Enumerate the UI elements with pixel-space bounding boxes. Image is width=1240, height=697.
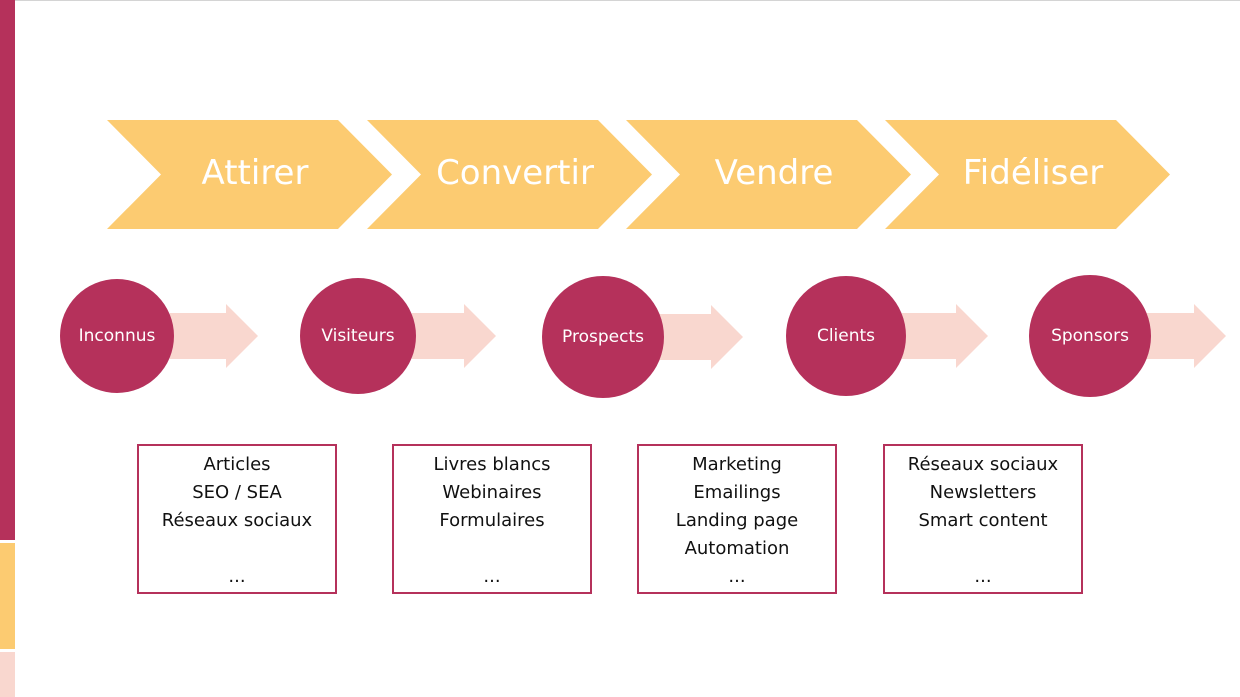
tactic-item: Smart content: [918, 510, 1048, 531]
stage-chevron-1: Attirer: [107, 120, 392, 229]
top-border: [0, 0, 1240, 1]
persona-circle-4: Clients: [786, 276, 906, 396]
right-arrow-icon: [1146, 304, 1226, 368]
tactic-item: Livres blancs: [433, 454, 551, 475]
right-arrow-icon: [412, 304, 496, 368]
chevron-shape: [367, 120, 652, 229]
tactic-item: ...: [728, 566, 746, 587]
tactic-item: ...: [228, 566, 246, 587]
stage-label: Attirer: [201, 153, 309, 193]
side-bar-yellow: [0, 543, 15, 649]
persona-circle-2: Visiteurs: [300, 278, 416, 394]
tactic-item: ...: [483, 566, 501, 587]
persona-circle-3: Prospects: [542, 276, 664, 398]
stage-chevron-4: Fidéliser: [885, 120, 1170, 229]
tactic-item: Emailings: [693, 482, 781, 503]
stage-label: Fidéliser: [962, 153, 1104, 193]
chevron-shape: [885, 120, 1170, 229]
tactic-item: Formulaires: [439, 510, 545, 531]
tactic-item: SEO / SEA: [192, 482, 282, 503]
persona-circle-5: Sponsors: [1029, 275, 1151, 397]
tactic-item: Landing page: [675, 510, 799, 531]
persona-circle-1: Inconnus: [60, 279, 174, 393]
right-arrow-icon: [902, 304, 988, 368]
tactic-item: Newsletters: [929, 482, 1037, 503]
stage-label: Convertir: [436, 153, 594, 193]
stage-chevron-2: Convertir: [367, 120, 652, 229]
side-bar-peach: [0, 652, 15, 697]
tactic-item: Automation: [684, 538, 790, 559]
stage-label: Vendre: [714, 153, 834, 193]
right-arrow-icon: [170, 304, 258, 368]
tactic-item: Marketing: [692, 454, 782, 475]
tactic-item: ...: [974, 566, 992, 587]
right-arrow-icon: [658, 305, 743, 369]
tactic-item: Articles: [203, 454, 271, 475]
tactic-item: Webinaires: [442, 482, 542, 503]
chevron-shape: [107, 120, 392, 229]
tactic-item: Réseaux sociaux: [907, 454, 1059, 475]
chevron-shape: [626, 120, 911, 229]
tactic-item: Réseaux sociaux: [161, 510, 313, 531]
side-bar-magenta: [0, 0, 15, 540]
stage-chevron-3: Vendre: [626, 120, 911, 229]
